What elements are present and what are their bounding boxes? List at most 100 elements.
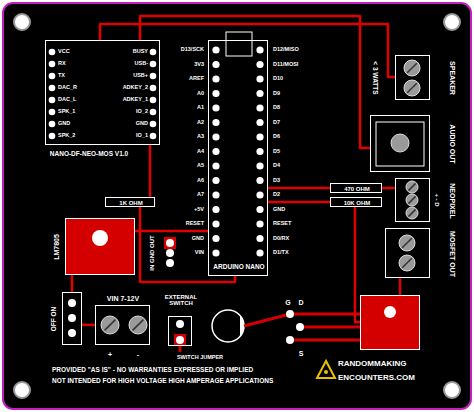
trace (179, 346, 182, 352)
pad (68, 329, 76, 337)
pin-label: A6 (197, 178, 204, 184)
pad (176, 320, 184, 328)
silkscreen-note: RANDOMMAKING (338, 360, 406, 368)
module-pad (150, 85, 157, 92)
jumper-pad (174, 334, 186, 346)
copper-trace (382, 187, 395, 188)
silkscreen-note: IN GND OUT (149, 235, 155, 270)
pin-label: AREF (189, 76, 204, 82)
pin-label: D0/RX (273, 236, 289, 242)
component-outline: NEOPIXEL (395, 178, 430, 222)
mosfet-hole (384, 306, 396, 318)
jack-socket (391, 134, 409, 152)
module-pad (49, 133, 56, 140)
silkscreen-label: G (285, 299, 290, 306)
terminal-screw (406, 181, 418, 193)
silkscreen-note: SWITCH JUMPER (177, 355, 223, 361)
silkscreen-label: VIN 7-12V (107, 295, 139, 302)
module-pad (150, 73, 157, 80)
copper-trace (140, 16, 370, 148)
pin-label: D11/MOSI (273, 62, 298, 68)
pin-label: A7 (197, 192, 204, 198)
nano-pad (256, 133, 263, 140)
nano-pad (212, 162, 219, 169)
nano-pad (212, 75, 219, 82)
pin-label: BUSY (133, 49, 148, 55)
pad (166, 239, 174, 247)
component-outline: MOSFET OUT (385, 228, 430, 278)
pin-label: GND (58, 121, 70, 127)
terminal-screw (404, 60, 420, 76)
pin-label: D10 (273, 76, 283, 82)
mounting-hole (444, 382, 460, 398)
nano-pad (212, 191, 219, 198)
mounting-hole (444, 14, 460, 30)
nano-pad (212, 104, 219, 111)
pin-label: D9 (273, 91, 280, 97)
nano-pad (212, 90, 219, 97)
copper-trace (135, 230, 208, 231)
pad (296, 323, 304, 331)
trace-path (268, 187, 330, 190)
silkscreen-label: ARDUINO NANO (213, 264, 264, 271)
nano-pad (256, 220, 263, 227)
trace-path (82, 324, 95, 327)
silkscreen-label: SPEAKER (449, 61, 456, 95)
pin-label: A2 (197, 120, 204, 126)
copper-trace (268, 187, 330, 188)
pin-label: D12/MISO (273, 47, 299, 53)
pin-label: DAC_L (58, 97, 76, 103)
trace-path (399, 278, 402, 295)
nano-pad (256, 177, 263, 184)
component-outline: NANO-DF-NEO-MOS V1.0 (45, 40, 160, 145)
pin-label: DAC_R (58, 85, 77, 91)
silkscreen-label: LM7805 (53, 234, 60, 260)
pin-label: A3 (197, 134, 204, 140)
pin-label: D13/SCK (181, 47, 204, 53)
trace-path (268, 201, 330, 204)
pin-label: SPK_1 (58, 109, 75, 115)
nano-pad (212, 46, 219, 53)
silkscreen-label: OFF ON (51, 307, 58, 332)
silkscreen-label: D (298, 299, 303, 306)
silkscreen-note: + (108, 351, 112, 358)
pad (166, 259, 174, 267)
pin-label: D2 (273, 192, 280, 198)
silkscreen-label: NEOPIXEL (449, 183, 456, 218)
screw-slot (105, 320, 116, 331)
pad (166, 249, 174, 257)
nano-pad (256, 235, 263, 242)
pin-label: IO_1 (136, 133, 148, 139)
nano-pad (212, 235, 219, 242)
nano-pad (256, 46, 263, 53)
component-outline: 470 OHM (330, 183, 382, 193)
nano-pad (256, 148, 263, 155)
copper-trace (100, 24, 395, 77)
pin-label: D8 (273, 105, 280, 111)
screw-slot (133, 320, 144, 331)
silkscreen-label: S (299, 350, 304, 357)
trace-path (140, 207, 235, 282)
module-pad (150, 49, 157, 56)
copper-trace (82, 324, 95, 325)
header-pad (164, 237, 176, 249)
silkscreen-label: MOSFET OUT (449, 231, 456, 277)
pin-label: ADKEY_1 (123, 97, 148, 103)
mosfet-legs (290, 314, 360, 340)
nano-pad (212, 119, 219, 126)
pin-label: SPK_2 (58, 133, 75, 139)
pad (286, 310, 294, 318)
pin-label: RESET (186, 221, 204, 227)
mounting-hole (14, 382, 30, 398)
module-pad (49, 73, 56, 80)
trace-path (140, 16, 370, 148)
pin-label: A1 (197, 105, 204, 111)
pad (68, 314, 76, 322)
copper-trace (268, 201, 330, 202)
pin-label: USB- (135, 61, 148, 67)
logo-dot (324, 370, 328, 374)
terminal-screw (399, 235, 415, 251)
